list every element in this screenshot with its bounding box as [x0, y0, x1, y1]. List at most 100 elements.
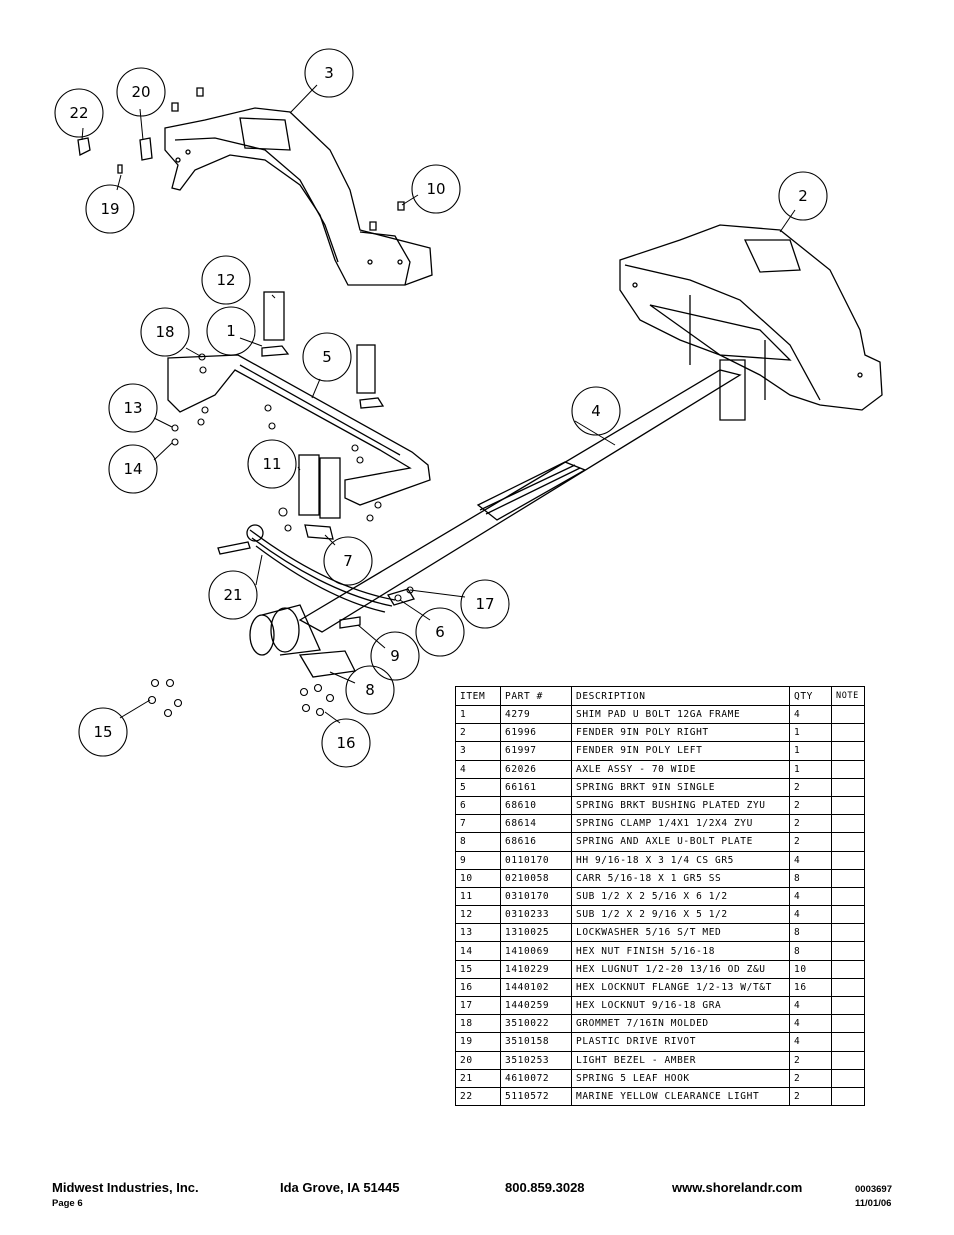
cell-note	[831, 941, 865, 961]
cell-part-number: 5110572	[500, 1086, 572, 1107]
svg-text:20: 20	[131, 83, 150, 101]
cell-qty: 8	[789, 923, 832, 943]
svg-text:19: 19	[100, 200, 119, 218]
cell-note	[831, 850, 865, 870]
cell-description: SUB 1/2 X 2 9/16 X 5 1/2	[571, 905, 790, 925]
svg-text:22: 22	[69, 104, 88, 122]
cell-item: 12	[455, 905, 501, 925]
cell-item: 18	[455, 1014, 501, 1034]
cell-description: SUB 1/2 X 2 5/16 X 6 1/2	[571, 886, 790, 907]
leaf-spring-drawing	[217, 524, 415, 678]
header-item: ITEM	[455, 686, 501, 706]
cell-qty: 2	[789, 777, 832, 797]
cell-description: MARINE YELLOW CLEARANCE LIGHT	[571, 1086, 790, 1107]
callout-14: 14	[108, 444, 158, 494]
callout-5: 5	[302, 332, 352, 382]
callout-2: 2	[778, 171, 828, 221]
cell-qty: 8	[789, 868, 832, 888]
svg-text:15: 15	[93, 723, 112, 741]
cell-note	[831, 1086, 865, 1107]
callout-19: 19	[85, 184, 135, 234]
cell-part-number: 68614	[500, 814, 572, 834]
cell-description: SPRING AND AXLE U-BOLT PLATE	[571, 832, 790, 852]
cell-item: 6	[455, 795, 501, 816]
cell-note	[831, 759, 865, 779]
cell-qty: 1	[789, 759, 832, 779]
cell-note	[831, 741, 865, 761]
cell-qty: 2	[789, 1068, 832, 1088]
svg-text:8: 8	[365, 681, 375, 699]
cell-note	[831, 814, 865, 834]
cell-note	[831, 777, 865, 797]
callout-16: 16	[321, 718, 371, 768]
cell-part-number: 61996	[500, 723, 572, 743]
svg-text:11: 11	[262, 455, 281, 473]
cell-part-number: 3510158	[500, 1032, 572, 1052]
callout-18: 18	[140, 307, 190, 357]
svg-text:10: 10	[426, 180, 445, 198]
cell-description: SPRING BRKT 9IN SINGLE	[571, 777, 790, 797]
cell-description: FENDER 9IN POLY LEFT	[571, 741, 790, 761]
cell-description: SHIM PAD U BOLT 12GA FRAME	[571, 704, 790, 725]
svg-text:17: 17	[475, 595, 494, 613]
callout-bubbles: 1 2 3 4 5 6 7 8 9 10 11 12 13 14 15 16 1…	[54, 48, 828, 768]
company-name: Midwest Industries, Inc.	[52, 1180, 199, 1195]
cell-item: 14	[455, 941, 501, 961]
header-qty: QTY	[789, 686, 832, 706]
cell-qty: 1	[789, 723, 832, 743]
svg-text:21: 21	[223, 586, 242, 604]
cell-item: 17	[455, 995, 501, 1016]
cell-description: HEX LUGNUT 1/2-20 13/16 OD Z&U	[571, 959, 790, 979]
callout-15: 15	[78, 707, 128, 757]
cell-part-number: 1410069	[500, 941, 572, 961]
left-fender-drawing	[164, 107, 433, 286]
company-phone: 800.859.3028	[505, 1180, 585, 1195]
cell-part-number: 1440102	[500, 977, 572, 998]
cell-description: LIGHT BEZEL - AMBER	[571, 1050, 790, 1070]
right-fender-drawing	[619, 224, 883, 411]
cell-description: SPRING 5 LEAF HOOK	[571, 1068, 790, 1088]
cell-part-number: 0310233	[500, 905, 572, 925]
cell-note	[831, 868, 865, 888]
cell-part-number: 4279	[500, 704, 572, 725]
document-number: 0003697	[855, 1184, 892, 1195]
cell-part-number: 0110170	[500, 850, 572, 870]
cell-description: HEX LOCKNUT FLANGE 1/2-13 W/T&T	[571, 977, 790, 998]
cell-item: 7	[455, 814, 501, 834]
leader-lines	[81, 84, 796, 724]
cell-note	[831, 795, 865, 816]
cell-description: CARR 5/16-18 X 1 GR5 SS	[571, 868, 790, 888]
cell-item: 21	[455, 1068, 501, 1088]
cell-part-number: 61997	[500, 741, 572, 761]
cell-item: 11	[455, 886, 501, 907]
cell-part-number: 1410229	[500, 959, 572, 979]
page-number: Page 6	[52, 1198, 83, 1209]
cell-item: 15	[455, 959, 501, 979]
svg-text:12: 12	[216, 271, 235, 289]
cell-qty: 2	[789, 1086, 832, 1107]
cell-qty: 8	[789, 941, 832, 961]
cell-note	[831, 723, 865, 743]
cell-part-number: 0210058	[500, 868, 572, 888]
cell-note	[831, 1068, 865, 1088]
cell-description: HEX LOCKNUT 9/16-18 GRA	[571, 995, 790, 1016]
cell-qty: 2	[789, 814, 832, 834]
cell-item: 8	[455, 832, 501, 852]
nuts-drawing	[147, 353, 414, 718]
spring-bracket-drawing	[167, 291, 431, 540]
svg-text:14: 14	[123, 460, 142, 478]
cell-part-number: 4610072	[500, 1068, 572, 1088]
cell-qty: 4	[789, 905, 832, 925]
